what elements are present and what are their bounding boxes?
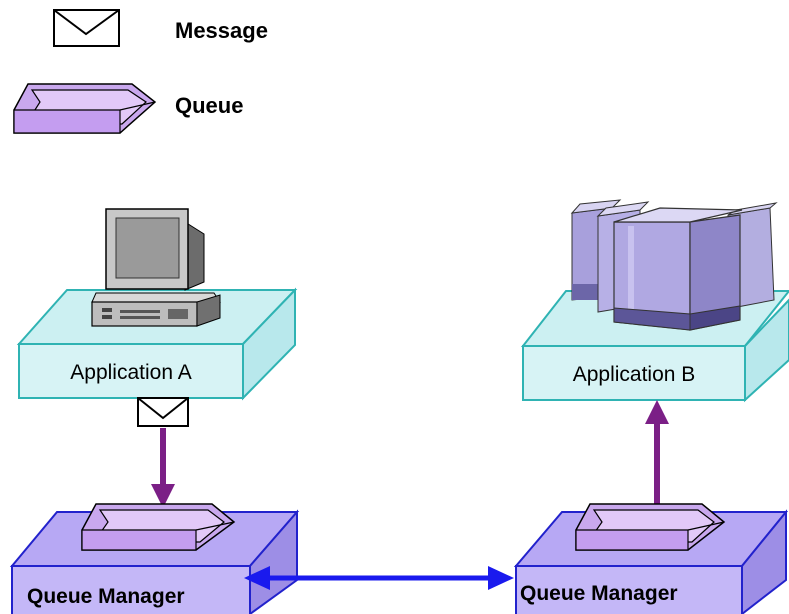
envelope-icon [53,9,120,47]
computer-icon [91,208,221,327]
legend-queue: Queue [13,83,243,134]
double-arrow-icon [244,566,514,590]
envelope-icon [137,397,189,427]
queue-manager-left-label: Queue Manager [27,585,185,608]
queue-tray-icon [13,83,157,134]
application-b-label: Application B [573,363,696,386]
arrow-down-icon [151,428,175,508]
queue-manager-right: Queue Manager [513,503,789,614]
legend-queue-label: Queue [175,93,243,118]
queue-tray-icon [81,503,236,551]
queue-tray-icon [575,503,726,551]
legend-message: Message [53,9,268,47]
server-icon [570,199,778,331]
queue-manager-left: Queue Manager [9,503,300,614]
arrow-up-icon [645,400,669,506]
queue-manager-right-label: Queue Manager [520,582,678,605]
application-a-label: Application A [70,361,191,384]
legend-message-label: Message [175,18,268,43]
